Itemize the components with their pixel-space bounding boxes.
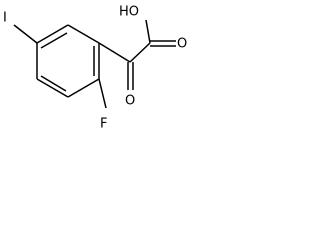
keto-to-acid-bond bbox=[129, 42, 151, 63]
hydroxyl-label: HO bbox=[119, 5, 139, 20]
acid-oh-bond bbox=[145, 19, 151, 44]
molecule-drawing: I F HO O O bbox=[3, 5, 187, 132]
ring-to-keto-bond bbox=[98, 42, 131, 63]
iodine-label: I bbox=[3, 11, 7, 26]
ring-bond-1 bbox=[36, 24, 69, 44]
ring-bond-5 bbox=[36, 78, 69, 98]
fluorine-bond bbox=[98, 78, 107, 109]
ring-bond-5-inner bbox=[40, 75, 67, 92]
iodine-bond bbox=[13, 24, 38, 44]
ring-bond-4 bbox=[67, 78, 100, 98]
acid-oxygen-label: O bbox=[177, 37, 187, 52]
structure-canvas: I F HO O O bbox=[0, 0, 193, 156]
ring-bond-1-inner bbox=[40, 32, 68, 49]
fluorine-label: F bbox=[100, 117, 107, 132]
keto-oxygen-label: O bbox=[125, 94, 135, 109]
ring-bond-2 bbox=[67, 24, 100, 44]
